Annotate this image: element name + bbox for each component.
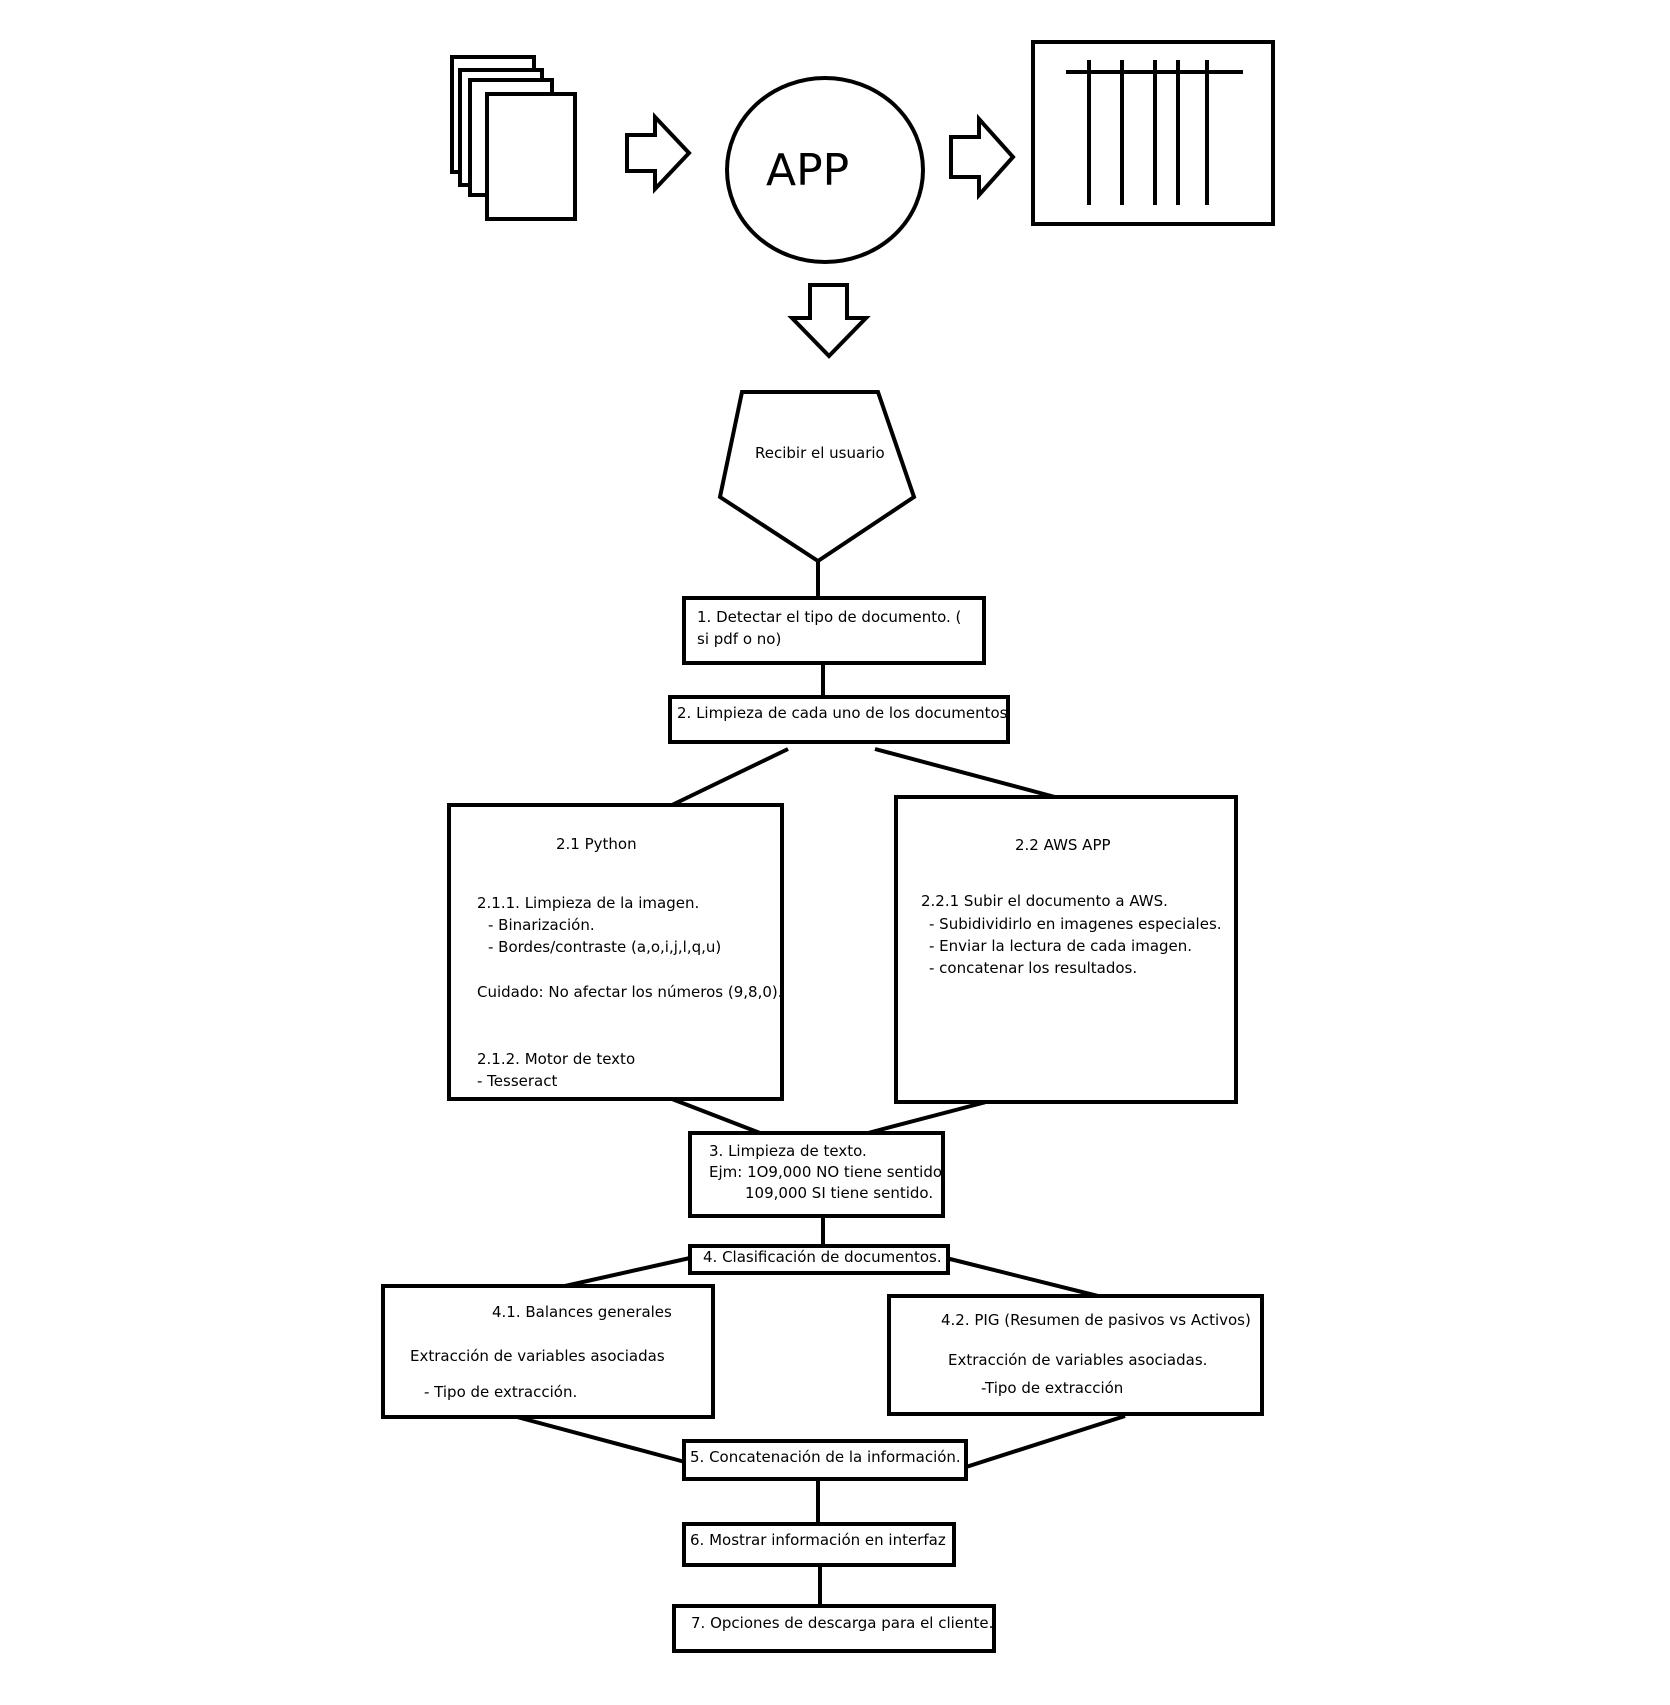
step-2-1-title: 2.1 Python <box>556 835 637 853</box>
step-4-1-line2: - Tipo de extracción. <box>424 1383 577 1401</box>
step-2-label: 2. Limpieza de cada uno de los documento… <box>677 704 1008 722</box>
step-4-2-box <box>887 1294 1264 1416</box>
step-2-2-title: 2.2 AWS APP <box>1015 836 1111 854</box>
step-6-box <box>682 1522 956 1567</box>
step-4-box <box>688 1244 950 1275</box>
step-2-1-line4: Cuidado: No afectar los números (9,8,0). <box>477 983 783 1001</box>
step-2-2-box <box>894 795 1238 1104</box>
step-2-box <box>668 695 1010 744</box>
step-4-2-title: 4.2. PIG (Resumen de pasivos vs Activos) <box>941 1311 1251 1329</box>
step-2-2-line4: - concatenar los resultados. <box>929 959 1137 977</box>
step-2-1-line3: - Bordes/contraste (a,o,i,j,l,q,u) <box>488 938 721 956</box>
step-1-box <box>682 596 986 665</box>
arrow-right-icon <box>949 113 1016 201</box>
step-5-box <box>682 1439 968 1481</box>
connectors <box>516 561 1126 1606</box>
start-node-label: Recibir el usuario <box>755 444 885 462</box>
step-2-1-line5: 2.1.2. Motor de texto <box>477 1050 635 1068</box>
step-4-1-title: 4.1. Balances generales <box>492 1303 672 1321</box>
step-4-2-line1: Extracción de variables asociadas. <box>948 1351 1207 1369</box>
table-output-icon <box>1031 40 1275 226</box>
step-1-text-line1: 1. Detectar el tipo de documento. ( <box>697 608 961 626</box>
app-circle <box>725 76 925 264</box>
step-7-label: 7. Opciones de descarga para el cliente. <box>691 1614 993 1632</box>
step-7-box <box>672 1604 996 1653</box>
step-2-1-line1: 2.1.1. Limpieza de la imagen. <box>477 894 699 912</box>
arrow-down-icon <box>787 283 871 359</box>
step-2-2-line3: - Enviar la lectura de cada imagen. <box>929 937 1192 955</box>
step-3-line1: 3. Limpieza de texto. <box>709 1142 867 1160</box>
step-2-2-line2: - Subidividirlo en imagenes especiales. <box>929 915 1222 933</box>
step-2-2-line1: 2.2.1 Subir el documento a AWS. <box>921 892 1168 910</box>
step-4-1-box <box>381 1284 715 1419</box>
step-3-box <box>688 1131 945 1218</box>
step-1-text-line2: si pdf o no) <box>697 630 781 648</box>
step-3-line2: Ejm: 1O9,000 NO tiene sentido <box>709 1163 942 1181</box>
step-2-1-line2: - Binarización. <box>488 916 595 934</box>
app-label: APP <box>766 145 849 196</box>
start-node <box>717 390 917 564</box>
step-2-1-box <box>447 803 784 1101</box>
step-5-label: 5. Concatenación de la información. <box>690 1448 961 1466</box>
document-stack-icon <box>450 55 577 221</box>
step-6-label: 6. Mostrar información en interfaz <box>690 1531 946 1549</box>
step-4-label: 4. Clasificación de documentos. <box>703 1248 942 1266</box>
arrow-right-icon <box>625 111 692 195</box>
step-3-line3: 109,000 SI tiene sentido. <box>745 1184 933 1202</box>
step-2-1-line6: - Tesseract <box>477 1072 557 1090</box>
step-4-1-line1: Extracción de variables asociadas <box>410 1347 665 1365</box>
step-4-2-line2: -Tipo de extracción <box>981 1379 1123 1397</box>
